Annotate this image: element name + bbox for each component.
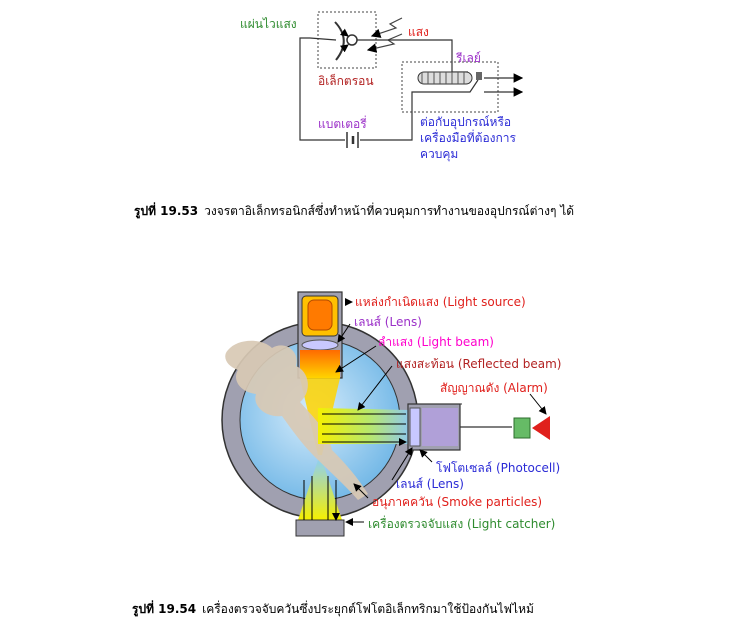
relay-armature — [411, 79, 479, 122]
alarm-horn — [532, 416, 550, 440]
light-catcher-arrows — [303, 476, 336, 520]
label-battery: แบตเตอรี่ — [318, 115, 367, 131]
light-catcher-base — [295, 519, 345, 537]
leader-light-beam — [335, 345, 377, 373]
leader-lens-bottom — [391, 447, 413, 481]
leader-alarm — [529, 393, 547, 415]
photocell-cathode — [334, 21, 345, 61]
leader-smoke — [353, 483, 369, 499]
label-device-2: เครื่องมือที่ต้องการ — [420, 129, 517, 145]
electron-arrow-1 — [339, 28, 349, 37]
smoke-detector-figure: แหล่งกำเนิดแสง (Light source) เลนส์ (Len… — [221, 291, 561, 537]
label-reflected-beam: แสงสะท้อน (Reflected beam) — [396, 357, 561, 371]
circuit-wire-battery — [360, 122, 413, 141]
label-smoke-particles: อนุภาคควัน (Smoke particles) — [372, 495, 542, 510]
label-light-catcher: เครื่องตรวจจับแสง (Light catcher) — [368, 515, 555, 531]
label-photocell: แผ่นไวแสง — [240, 17, 297, 31]
photocell-element — [422, 408, 458, 446]
light-source-bulb — [307, 299, 333, 331]
caption-figure-19-54: รูปที่ 19.54 เครื่องตรวจจับควันซึ่งประยุก… — [132, 600, 534, 619]
photocell-lead — [309, 37, 337, 41]
label-electron: อิเล็กตรอน — [318, 73, 374, 88]
relay-box — [401, 61, 499, 113]
reflected-beam-arrows — [322, 413, 406, 442]
circuit-wire — [299, 37, 345, 141]
leader-photocell — [419, 449, 433, 463]
smoke-cloud — [225, 340, 368, 500]
relay-contact — [476, 72, 482, 80]
label-light: แสง — [408, 25, 429, 39]
label-device-1: ต่อกับอุปกรณ์หรือ — [420, 115, 511, 130]
alarm-box — [513, 417, 531, 439]
caption-text-19-53: วงจรตาอิเล็กทรอนิกส์ซึ่งทำหน้าที่ควบคุมก… — [204, 204, 575, 218]
label-light-beam: ลำแสง (Light beam) — [378, 335, 494, 349]
reflected-beam — [318, 408, 410, 444]
caption-number-19-54: รูปที่ 19.54 — [132, 602, 197, 616]
leader-reflected — [357, 365, 393, 411]
light-ray-2 — [366, 33, 403, 53]
photocell-lens — [409, 407, 421, 447]
light-beam-band — [300, 350, 340, 378]
caption-text-19-54: เครื่องตรวจจับควันซึ่งประยุกต์โฟโตอิเล็ก… — [202, 602, 534, 616]
electron-arrow-2 — [339, 44, 349, 53]
light-catcher-cone — [298, 460, 342, 520]
label-relay: รีเลย์ — [455, 51, 480, 65]
photocell-anode — [346, 34, 358, 46]
caption-number-19-53: รูปที่ 19.53 — [134, 204, 199, 218]
label-device-3: ควบคุม — [420, 147, 458, 162]
relay-coil-windings — [421, 72, 465, 84]
circuit-wire-top — [357, 39, 468, 73]
leader-lens-top — [337, 323, 351, 343]
label-light-source: แหล่งกำเนิดแสง (Light source) — [355, 295, 526, 309]
light-ray-1 — [370, 17, 403, 38]
lens-top-shape — [301, 339, 339, 351]
caption-figure-19-53: รูปที่ 19.53 วงจรตาอิเล็กทรอนิกส์ซึ่งทำหน… — [134, 202, 574, 221]
label-lens-bottom: เลนส์ (Lens) — [396, 477, 464, 491]
label-lens-top: เลนส์ (Lens) — [354, 315, 422, 329]
label-alarm: สัญญาณดัง (Alarm) — [440, 381, 548, 395]
label-photocell: โฟโตเซลล์ (Photocell) — [436, 461, 560, 475]
circuit-figure: แผ่นไวแสง แสง อิเล็กตรอน รีเลย์ แบตเตอรี… — [240, 11, 524, 162]
